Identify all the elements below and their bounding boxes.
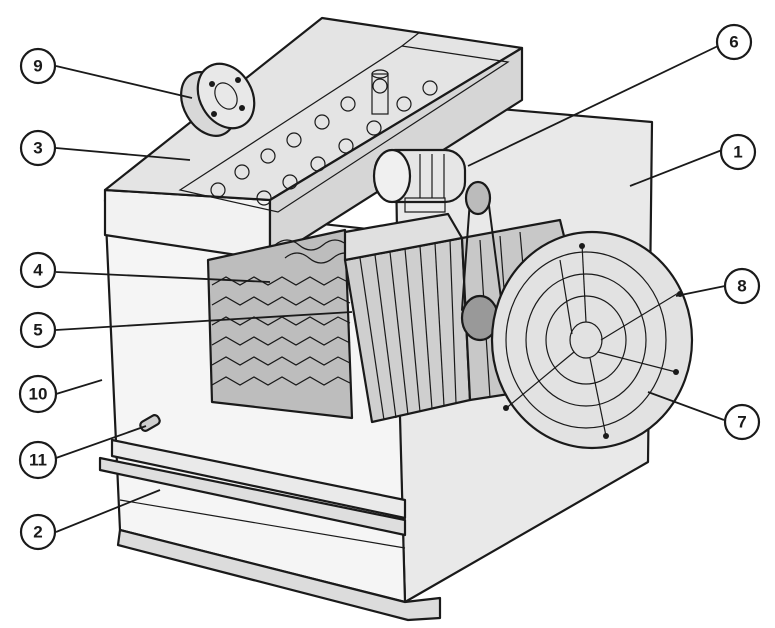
- tray-edge: [401, 31, 421, 47]
- callout-8: 8: [723, 267, 761, 305]
- callout-1-label: 1: [733, 143, 742, 162]
- callout-11: 11: [18, 440, 58, 480]
- coil-fins: [359, 239, 457, 421]
- callout-5-label: 5: [33, 321, 42, 340]
- inlet-flange: [180, 62, 256, 137]
- callout-3-label: 3: [33, 139, 42, 158]
- callout-8-label: 8: [737, 277, 746, 296]
- drive-belt: [461, 197, 503, 311]
- callout-7-label: 7: [737, 413, 746, 432]
- callout-7: 7: [723, 403, 761, 441]
- top-pipe: [371, 69, 389, 115]
- callout-11-label: 11: [29, 451, 47, 470]
- callout-2: 2: [19, 513, 57, 551]
- callout-2-label: 2: [33, 523, 42, 542]
- callout-4-label: 4: [33, 261, 43, 280]
- callout-3: 3: [19, 129, 57, 167]
- top-tray-inset: [178, 45, 510, 213]
- callout-6: 6: [715, 23, 753, 61]
- callout-6-label: 6: [729, 33, 738, 52]
- callout-5: 5: [19, 311, 57, 349]
- motor: [372, 148, 492, 216]
- drip-pan: [98, 438, 407, 549]
- fan-guard: [490, 230, 694, 450]
- callout-9: 9: [19, 47, 57, 85]
- callout-10-label: 10: [29, 385, 48, 404]
- base-rail: [116, 528, 442, 622]
- callout-4: 4: [19, 251, 57, 289]
- leader-lines: [55, 45, 726, 533]
- evaporative-pad: [206, 228, 354, 420]
- callout-10: 10: [18, 374, 58, 414]
- coil-top: [343, 212, 464, 262]
- nozzle-grid: [210, 78, 438, 206]
- callout-9-label: 9: [33, 57, 42, 76]
- callout-1: 1: [719, 133, 757, 171]
